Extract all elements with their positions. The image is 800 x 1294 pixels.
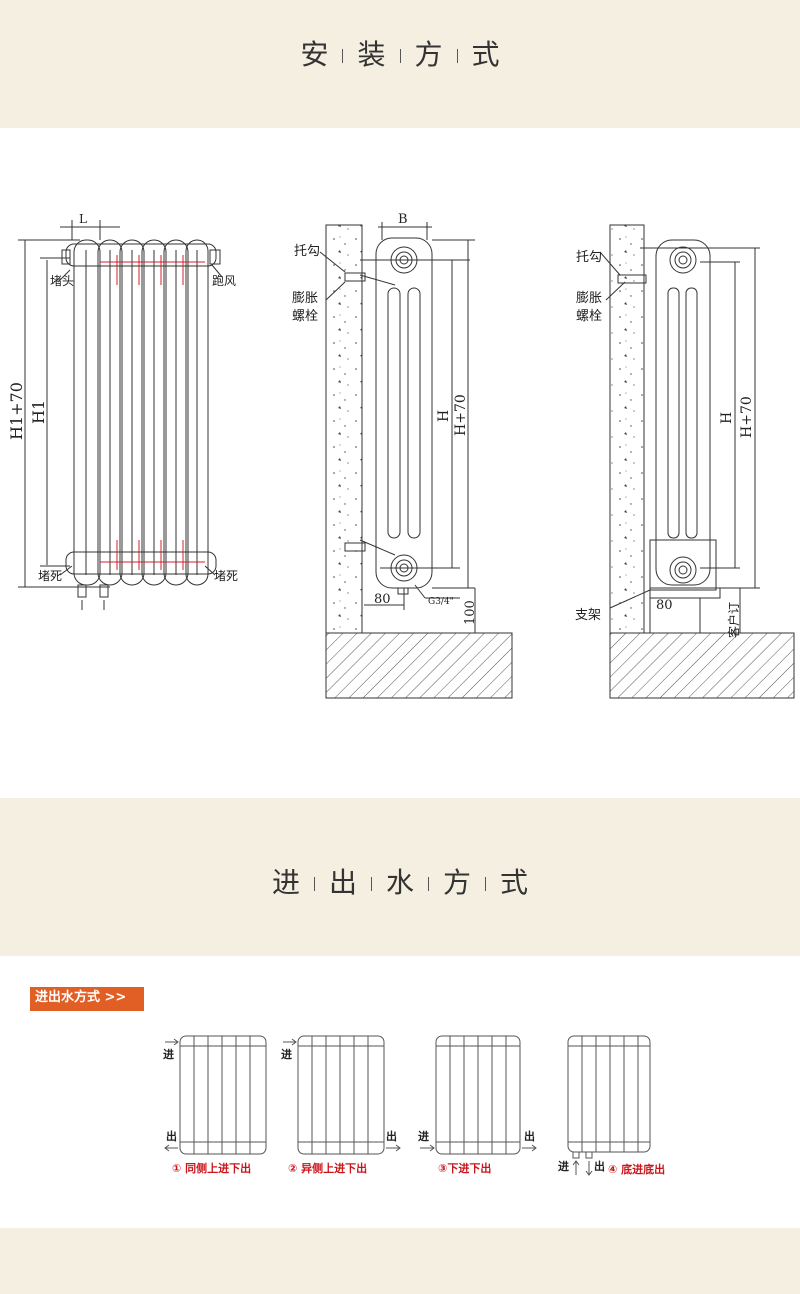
flow-header-band: [0, 798, 800, 956]
r2-in: 进: [281, 1047, 292, 1061]
label-h-3: H: [719, 412, 735, 424]
label-vent: 跑风: [212, 274, 236, 288]
front-view-drawing: [18, 220, 223, 610]
install-header-band: [0, 0, 800, 128]
dim-80-3: 80: [656, 598, 673, 613]
r3-out: 出: [524, 1129, 535, 1143]
label-bolt-2b: 螺栓: [292, 309, 318, 324]
caption-4: ④ 底进底出: [608, 1163, 666, 1176]
radiator-4: [567, 1035, 651, 1176]
label-bolt-2a: 膨胀: [292, 291, 318, 306]
caption-3: ③下进下出: [438, 1162, 492, 1175]
r1-out: 出: [166, 1129, 177, 1143]
install-drawings: L H1+70 H1 堵头 跑风 堵死 堵死: [7, 212, 795, 699]
install-title: 安装方式: [300, 38, 500, 71]
label-h70-2: H+70: [453, 394, 469, 436]
label-h70-3: H+70: [739, 396, 755, 438]
r4-in: 进: [558, 1159, 569, 1173]
r2-out: 出: [386, 1129, 397, 1143]
bracket-view-drawing: [599, 224, 795, 699]
r1-in: 进: [163, 1047, 174, 1061]
dim-L: L: [79, 212, 87, 226]
radiator-2: [283, 1035, 401, 1155]
dim-100-2: 100: [463, 600, 478, 625]
label-plug-bottom-right: 堵死: [214, 569, 238, 583]
label-plug-bottom-left: 堵死: [38, 569, 62, 583]
flow-diagrams: 进 出 进 出 进 出 进 出: [163, 1035, 651, 1176]
label-custom: 客户订: [726, 602, 741, 638]
flow-tag: 进出水方式 >>: [30, 987, 144, 1009]
dim-80-2: 80: [374, 592, 391, 607]
r4-out: 出: [594, 1159, 605, 1173]
caption-1: ① 同侧上进下出: [172, 1162, 252, 1175]
label-h-2: H: [436, 410, 452, 422]
footer-band: [0, 1228, 800, 1294]
side-view-drawing: [319, 222, 513, 699]
label-bolt-3a: 膨胀: [576, 291, 602, 306]
label-hook-3: 托勾: [576, 250, 602, 265]
radiator-3: [420, 1035, 537, 1155]
flow-tag-underline: [30, 1009, 144, 1011]
label-h1-70: H1+70: [7, 382, 26, 440]
caption-2: ② 异侧上进下出: [288, 1162, 368, 1175]
flow-title: 进出水方式: [271, 866, 529, 899]
label-hook-2: 托勾: [294, 244, 320, 259]
r3-in: 进: [418, 1129, 429, 1143]
label-bracket: 支架: [575, 608, 601, 623]
label-bolt-3b: 螺栓: [576, 309, 602, 324]
radiator-1: [164, 1035, 267, 1155]
label-h1: H1: [29, 400, 48, 424]
label-plug-top: 堵头: [50, 274, 74, 288]
label-thread: G3/4": [428, 597, 454, 607]
dim-B: B: [398, 212, 408, 227]
